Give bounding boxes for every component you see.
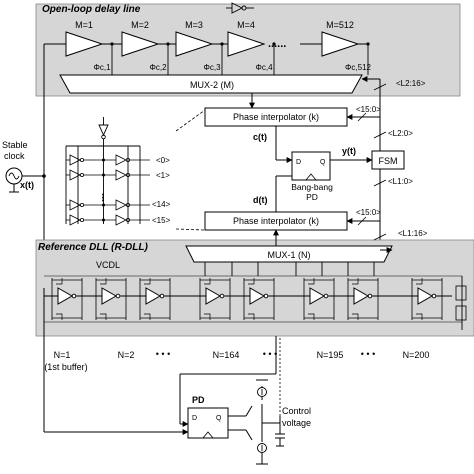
delay-phase-label: Φc,2 xyxy=(149,63,167,72)
bus-l2-16: <L2:16> xyxy=(396,79,426,88)
signal-d: d(t) xyxy=(253,195,268,205)
dll-stage xyxy=(243,278,275,320)
stable-clock-1: Stable xyxy=(2,140,28,150)
delay-stage-label: M=1 xyxy=(75,20,93,30)
stable-clock-2: clock xyxy=(4,151,25,161)
delay-buffer-2: M=2Φc,2 xyxy=(121,20,176,75)
dll-stage-n195: N=195 xyxy=(317,350,344,360)
delay-stage-label: M=3 xyxy=(185,20,203,30)
inset-row xyxy=(66,154,150,166)
bus-l1-0: <L1:0> xyxy=(388,177,413,186)
inset-row xyxy=(66,169,150,181)
delay-stage-label: M=512 xyxy=(326,20,354,30)
delay-line-dots: ...... xyxy=(268,38,286,50)
delay-phase-label: Φc,512 xyxy=(345,63,372,72)
mux1-block xyxy=(185,245,393,263)
bbpd-q: Q xyxy=(320,159,326,166)
mux2-block xyxy=(59,74,363,94)
pd-q: Q xyxy=(216,415,222,422)
signal-y: y(t) xyxy=(342,146,356,156)
vcdl-label: VCDL xyxy=(96,260,120,270)
delay-phase-label: Φc,4 xyxy=(255,63,273,72)
bbpd-label-1: Bang-bang xyxy=(291,182,333,192)
inset-code-15: <15> xyxy=(152,216,171,225)
bus-15-0-bottom: <15:0> xyxy=(356,208,381,217)
pd-label: PD xyxy=(192,395,205,405)
inset-row xyxy=(66,199,150,211)
bbpd-d: D xyxy=(296,159,301,166)
interpolator-inset: ⋮ xyxy=(65,117,150,226)
ellipsis-3: • • • xyxy=(361,349,375,359)
bus-l2-0: <L2:0> xyxy=(388,129,413,138)
pd-d: D xyxy=(192,415,197,422)
bus-15-0-top: <15:0> xyxy=(356,105,381,114)
delay-phase-label: Φc,1 xyxy=(93,63,111,72)
signal-c: c(t) xyxy=(253,132,267,142)
dll-stage-n2: N=2 xyxy=(118,350,135,360)
vcdl-chain xyxy=(44,275,467,330)
inset-code-0: <0> xyxy=(156,156,170,165)
delay-stage-label: M=4 xyxy=(237,20,255,30)
signal-x: x(t) xyxy=(20,180,34,190)
delay-phase-label: Φc,3 xyxy=(203,63,221,72)
dll-stage-n200: N=200 xyxy=(403,350,430,360)
pi-top-label: Phase interpolator (k) xyxy=(233,112,319,122)
inset-code-14: <14> xyxy=(152,200,171,209)
fsm-label: FSM xyxy=(379,156,398,166)
delay-buffer-4: M=4Φc,4 xyxy=(227,20,276,75)
pd-block xyxy=(187,407,229,439)
dll-stage xyxy=(51,278,83,320)
reference-dll-title: Reference DLL (R-DLL) xyxy=(38,242,148,253)
bang-bang-pd xyxy=(291,151,331,181)
dll-stage-n1-sub: (1st buffer) xyxy=(44,362,87,372)
control-voltage-1: Control xyxy=(282,406,311,416)
delay-buffer-1: M=1Φc,1 xyxy=(65,20,122,75)
open-loop-title: Open-loop delay line xyxy=(42,4,141,15)
mux2-label: MUX-2 (M) xyxy=(190,80,234,90)
delay-buffer-3: M=3Φc,3 xyxy=(175,20,228,75)
dll-stage xyxy=(139,278,171,320)
dll-stage-n1: N=1 xyxy=(54,350,71,360)
control-voltage-2: voltage xyxy=(282,418,311,428)
inset-vdots: ⋮ xyxy=(98,193,108,204)
dll-stage xyxy=(95,278,127,320)
bbpd-label-2: PD xyxy=(306,192,318,202)
fsm-block xyxy=(371,150,405,170)
inverter-icon xyxy=(226,2,254,14)
delay-stage-label: M=2 xyxy=(131,20,149,30)
dll-stage xyxy=(411,278,443,320)
dll-stage xyxy=(347,278,379,320)
charge-pump xyxy=(228,379,285,465)
dll-stage xyxy=(199,278,231,320)
dll-stage xyxy=(303,278,335,320)
ellipsis-1: • • • xyxy=(156,349,170,359)
pi-bottom-label: Phase interpolator (k) xyxy=(233,216,319,226)
clock-source-icon xyxy=(5,167,44,193)
dll-stage-n164: N=164 xyxy=(213,350,240,360)
mux1-label: MUX-1 (N) xyxy=(268,250,311,260)
inset-code-1: <1> xyxy=(156,171,170,180)
inset-row xyxy=(66,214,150,226)
bus-l1-16: <L1:16> xyxy=(398,229,428,238)
ellipsis-2: • • • xyxy=(263,349,277,359)
